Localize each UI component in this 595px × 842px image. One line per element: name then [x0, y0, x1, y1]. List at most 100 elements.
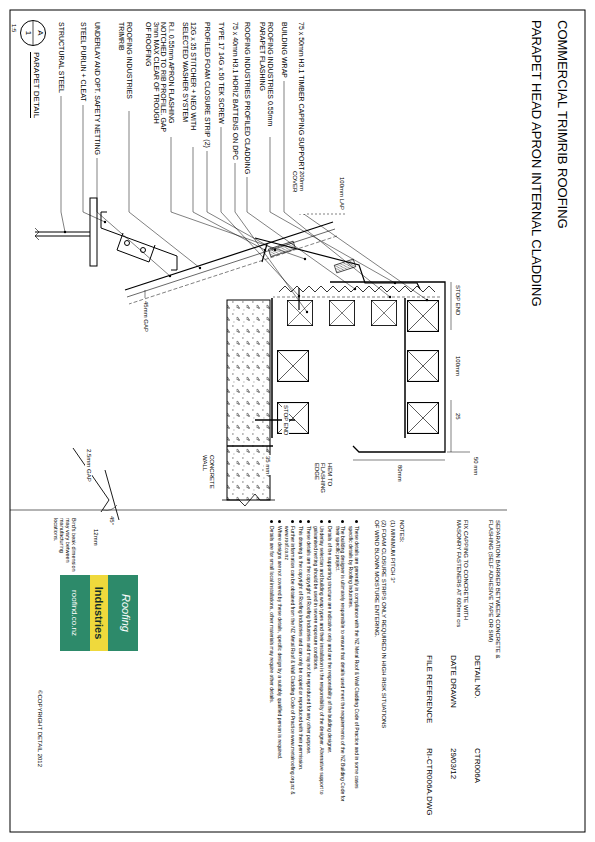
leader-dot [354, 288, 356, 290]
sheet-text: (2) FOAM CLOSURE STRIPS ONLY REQUIRED IN… [374, 520, 387, 730]
drawing-title: COMMERCIAL TRIMRIB ROOFING [555, 20, 569, 229]
leader-dot [264, 249, 266, 251]
bullet-dot [291, 520, 294, 523]
leader-dot [199, 267, 201, 269]
sheet-text: DETAIL NO. [472, 655, 481, 699]
note-item: Underlay selection and building wrap typ… [313, 520, 325, 802]
leader-dot [298, 295, 300, 297]
sheet-text: NOTES: [398, 520, 405, 542]
leader-line [301, 203, 427, 300]
note-item: Further information can be obtained from… [284, 520, 296, 802]
callout-label: STEEL PURLIN + CLEAT [79, 22, 87, 102]
leader-dot [274, 249, 276, 251]
title-block-rule [10, 510, 507, 511]
note-text: This drawing is the copyright of Roofing… [298, 526, 304, 770]
bullet-dot [270, 520, 273, 523]
leader-dot [64, 231, 66, 233]
leader-line [193, 147, 265, 250]
leader-dot [389, 296, 391, 298]
leader-dot [104, 221, 106, 223]
sheet-text: FIX CAPPING TO CONCRETE WITH MASONRY FAS… [456, 520, 469, 648]
bullet-dot [355, 520, 358, 523]
bullet-dot [328, 520, 331, 523]
dimension-label: 12mm [92, 528, 99, 547]
leader-line [207, 151, 275, 250]
bullet-dot [342, 520, 345, 523]
bullet-dot [307, 520, 310, 523]
dimension-label: 45° [108, 515, 115, 526]
note-item: This drawing is the copyright of Roofing… [297, 520, 303, 802]
break-line [222, 494, 275, 506]
leader-dot [426, 299, 428, 301]
callout-text: A [35, 20, 44, 46]
note-text: These details are the copyright of Roofi… [306, 526, 312, 754]
callout-text: 1 [23, 20, 32, 46]
notes-block: These details are generally in complianc… [266, 520, 359, 802]
leader-dot [169, 275, 171, 277]
dimension-label: 35 mm [264, 455, 271, 475]
masonry-fastener [255, 419, 295, 421]
callout-label: ROOFING INDUSTRIES PROFILED CLADDING [243, 22, 251, 174]
logo-text: Industries [90, 575, 108, 651]
dimension-label: 100mm LAP [338, 176, 345, 211]
note-item: Details are for small local installation… [268, 520, 274, 802]
leader-line [129, 111, 200, 268]
note-text: Where designs are not covered by these d… [277, 526, 283, 759]
sheet-text: ©COPYRIGHT DETAIL 2012 [36, 690, 43, 767]
note-text: Details are for small local installation… [269, 526, 275, 703]
leader-line [97, 158, 170, 276]
tek-screw [298, 288, 299, 310]
page-frame [10, 10, 585, 832]
note-text: The building designer is ultimately resp… [335, 526, 347, 801]
dimension-label: HEM TO FLASHING EDGE [313, 462, 333, 508]
callout-label: UNDERLAY AND OPT. SAFETY NETTING [93, 22, 101, 155]
sheet-text: PARAPET DETAIL [30, 52, 40, 118]
parapet-flashing [330, 282, 445, 452]
birds-beak-sketch [73, 448, 119, 520]
sheet-text: SEPARATION BARRIER BETWEEN CONCRETE & FL… [488, 520, 501, 690]
callout-label: PROFILED FOAM CLOSURE STRIP (2) [203, 22, 211, 148]
note-item: These details are the copyright of Roofi… [305, 520, 311, 802]
leader-dot [304, 258, 306, 260]
note-item: The building designer is ultimately resp… [334, 520, 346, 802]
leader-line [61, 96, 65, 232]
note-text: Further information can be obtained from… [285, 526, 297, 795]
bullet-dot [320, 520, 323, 523]
callout-label: R.I. 0.55mm APRON FLASHING NOTCHED TO RI… [144, 22, 175, 134]
dimension-label: 2.5mm GAP [85, 448, 92, 483]
leader-line [270, 137, 395, 283]
dimension-lines [145, 214, 470, 460]
note-text: Underlay selection and building wrap typ… [314, 526, 326, 795]
logo-text: Roofing [120, 575, 132, 651]
detail-callout: A1 [20, 20, 46, 46]
dimension-label: 25 [454, 412, 461, 421]
note-text: Details of the supporting structure are … [327, 526, 333, 753]
structural-steel [35, 198, 97, 266]
dimension-label: 80mm [396, 464, 403, 483]
sheet-text: RI-CTR006A.DWG [424, 748, 433, 816]
bullet-dot [278, 520, 281, 523]
leader-dot [394, 282, 396, 284]
trimrib-roofing [125, 222, 337, 304]
dimension-label: 100mm [454, 355, 461, 377]
leader-line [235, 163, 307, 312]
sheet-text: DATE DRAWN [448, 655, 457, 708]
dimension-label: 200mm COVER [292, 170, 305, 214]
note-item: These details are generally in complianc… [348, 520, 360, 802]
concrete-wall [227, 300, 270, 500]
sheet-text: CTR006A [472, 748, 481, 783]
sheet-text: (1) MINIMUM PITCH 3° [389, 520, 396, 583]
note-item: Details of the supporting structure are … [326, 520, 332, 802]
callout-label: TYPE 17 14G x 50 TEK SCREW [217, 22, 225, 124]
dimension-label: 45mm GAP [142, 300, 149, 333]
dimension-label: STOP END [454, 284, 461, 316]
logo-text: roofind.co.nz [69, 575, 78, 651]
callout-label: ROOFING INDUSTRIES 0.55mm PARAPET FLASHI… [259, 22, 274, 134]
callout-label: 12G x 35 STITCHER + NEO WITH SELECTED WA… [182, 22, 197, 144]
sheet-text: 1:5 [10, 24, 17, 32]
note-text: These details are generally in complianc… [348, 526, 360, 788]
note-item: Where designs are not covered by these d… [276, 520, 282, 802]
callout-label: BUILDING WRAP [280, 22, 288, 78]
